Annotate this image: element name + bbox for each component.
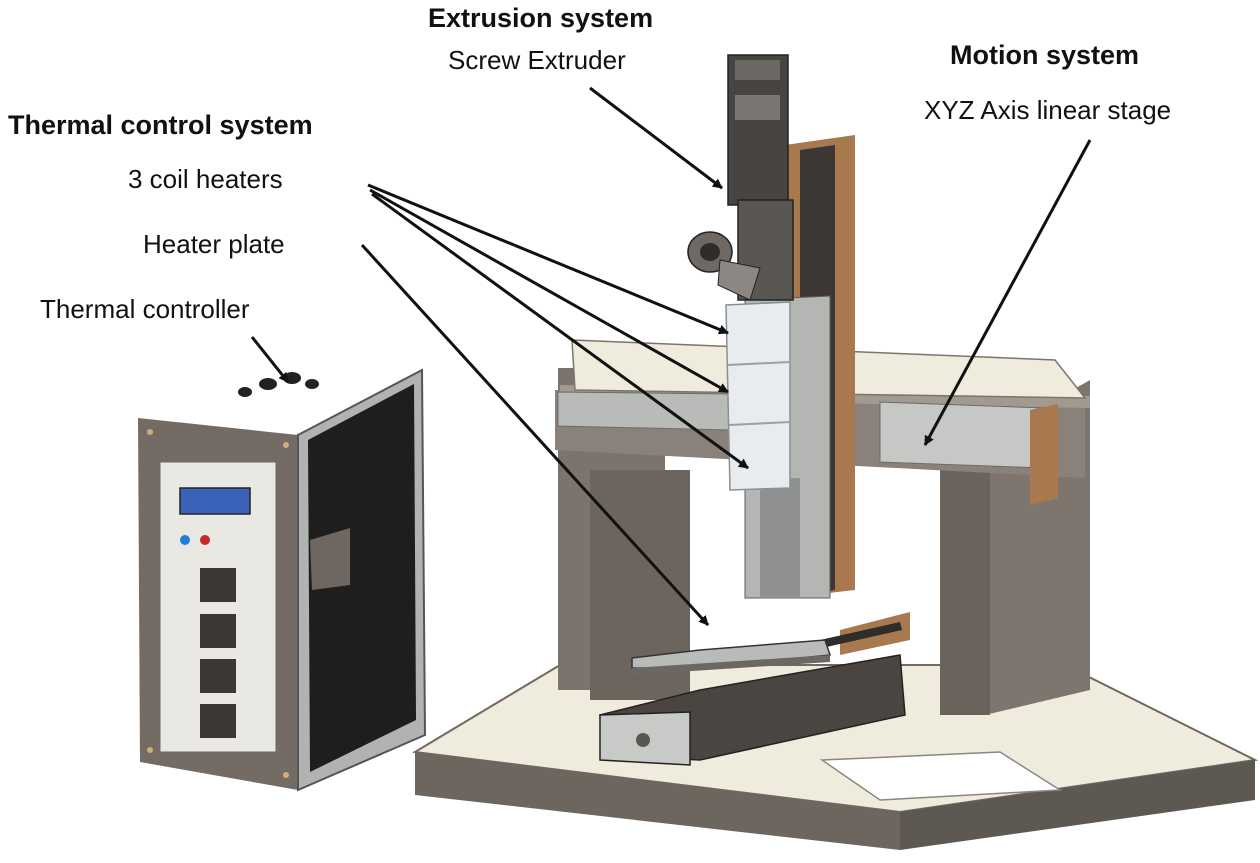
screw-extruder xyxy=(687,54,794,301)
arrow-coil-heater-top xyxy=(367,183,729,335)
arrow-thermal-controller xyxy=(250,336,290,383)
thermal-controller-label: Thermal controller xyxy=(40,294,250,324)
heater-plate xyxy=(631,639,832,675)
arrow-screw-extruder xyxy=(589,86,723,190)
extrusion-system-title: Extrusion system xyxy=(428,3,654,33)
screw-extruder-label: Screw Extruder xyxy=(448,45,626,75)
heater-plate-label: Heater plate xyxy=(143,229,285,259)
thermal-controller-box xyxy=(138,368,427,792)
coil-heaters-label: 3 coil heaters xyxy=(128,164,283,194)
arrow-heater-plate xyxy=(360,243,710,627)
gantry-frame xyxy=(555,339,1090,715)
arrow-coil-heater-low xyxy=(371,192,749,470)
thermal-control-system-title: Thermal control system xyxy=(8,110,313,140)
arrow-motion-system xyxy=(923,139,1092,446)
arrow-coil-heater-mid xyxy=(369,188,729,394)
xy-stage xyxy=(599,612,910,766)
coil-heaters xyxy=(725,301,791,491)
annotation-arrows xyxy=(250,86,1092,627)
xyz-axis-label: XYZ Axis linear stage xyxy=(924,95,1172,125)
base-plate xyxy=(411,664,1259,850)
motion-system-title: Motion system xyxy=(950,40,1140,70)
